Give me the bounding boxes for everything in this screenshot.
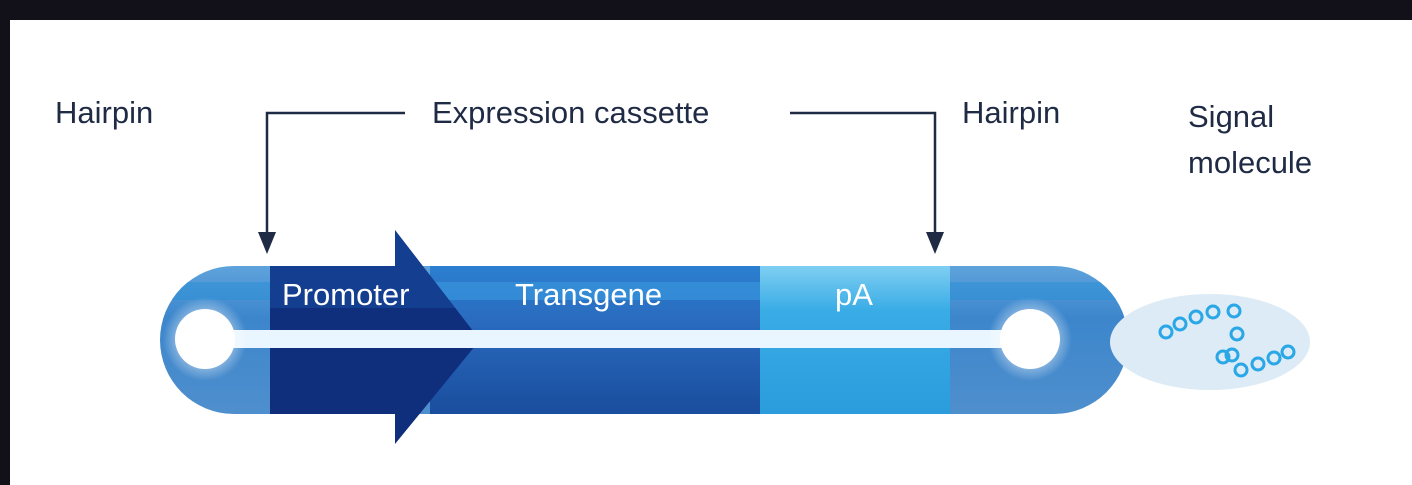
signal-molecule-label: Signal molecule xyxy=(1188,99,1313,180)
hairpin-right-label: Hairpin xyxy=(962,95,1061,130)
pa-label: pA xyxy=(835,277,873,312)
hairpin-left-bulb xyxy=(175,309,235,369)
signal-molecule-icon xyxy=(1110,294,1310,390)
signal-dots xyxy=(1158,303,1296,378)
cassette-bracket xyxy=(265,111,937,238)
arrow-down-icon-right xyxy=(926,232,944,254)
core-line xyxy=(200,330,1040,348)
promoter-label: Promoter xyxy=(282,277,410,312)
transgene-label: Transgene xyxy=(515,277,663,312)
hairpin-left-label: Hairpin xyxy=(55,95,154,130)
arrow-down-icon-left xyxy=(258,232,276,254)
hairpin-right-bulb xyxy=(1000,309,1060,369)
expression-cassette-label: Expression cassette xyxy=(432,95,710,130)
